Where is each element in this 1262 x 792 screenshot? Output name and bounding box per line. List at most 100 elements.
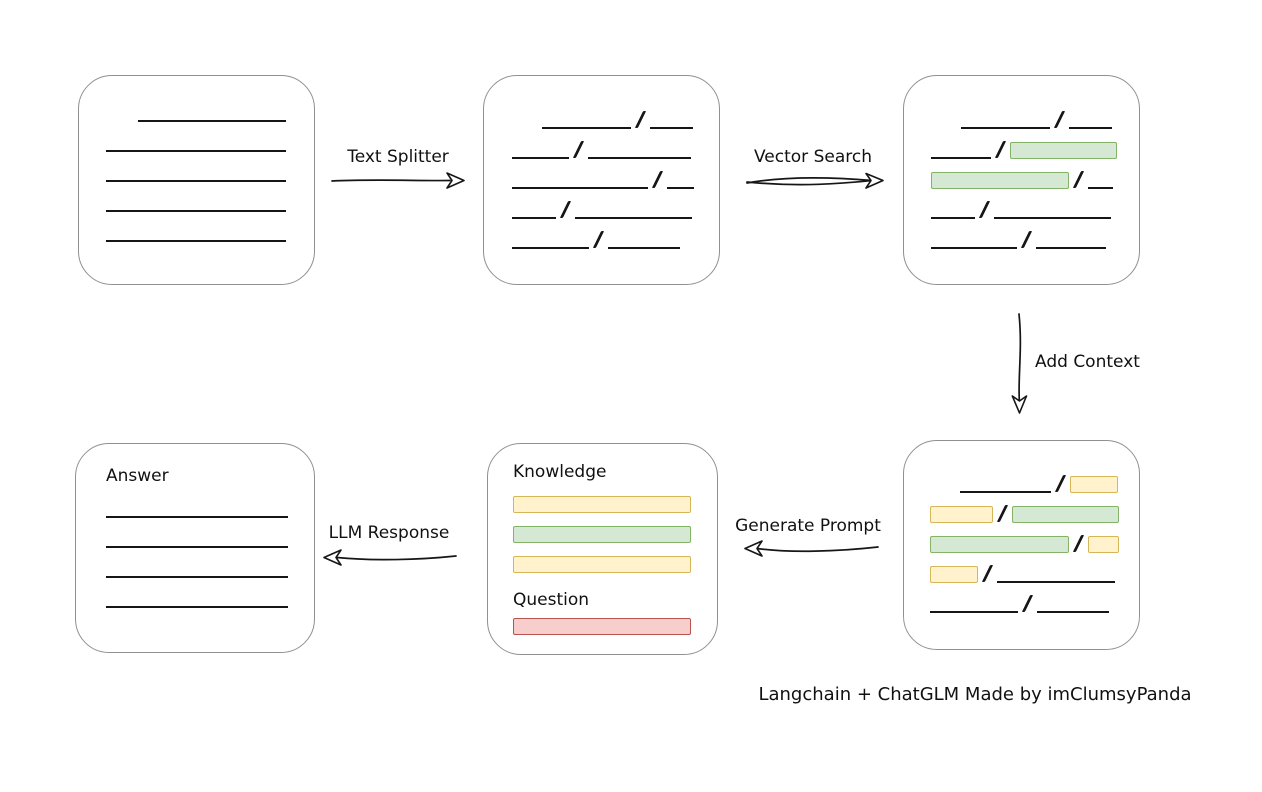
text-splitter-label: Text Splitter (347, 147, 449, 167)
indent-gap (512, 128, 542, 129)
answer-line (106, 488, 288, 518)
text-line (575, 217, 692, 219)
chunk-row (930, 463, 1139, 493)
text-line (930, 611, 1018, 613)
yellow-chunk-highlight (1070, 476, 1118, 493)
text-line (588, 157, 691, 159)
text-splitter-arrow (331, 172, 465, 189)
context-chunks-box (903, 440, 1140, 650)
text-line (1036, 247, 1106, 249)
text-line (1069, 127, 1112, 129)
answer-line (106, 578, 288, 608)
vector-search-label: Vector Search (754, 147, 872, 167)
text-line (931, 157, 991, 159)
text-line (106, 150, 286, 152)
chunk-row (106, 212, 314, 242)
text-line (931, 247, 1017, 249)
split-chunks-box (483, 75, 720, 285)
slash-separator (1054, 475, 1067, 492)
yellow-bar (513, 496, 691, 513)
prompt-box: Knowledge Question (487, 443, 718, 655)
text-line (961, 127, 1050, 129)
chunk-row (106, 152, 314, 182)
chunk-row (512, 99, 719, 129)
text-line (106, 240, 286, 242)
text-line (960, 491, 1051, 493)
text-line (608, 247, 680, 249)
chunk-row (106, 92, 314, 122)
text-line (650, 127, 693, 129)
text-line (1037, 611, 1109, 613)
answer-line (106, 548, 288, 578)
document-lines (79, 76, 314, 242)
matched-chunk-lines (904, 76, 1139, 249)
add-context-arrow (1011, 313, 1028, 414)
chunk-row (512, 219, 719, 249)
chunk-row (930, 583, 1139, 613)
text-line (667, 187, 694, 189)
chunk-row (930, 523, 1139, 553)
yellow-chunk-highlight (1088, 536, 1119, 553)
slash-separator (996, 505, 1009, 522)
chunk-row (512, 129, 719, 159)
answer-lines (106, 488, 314, 608)
chunk-row (931, 219, 1139, 249)
chunk-row (931, 189, 1139, 219)
text-line (512, 217, 556, 219)
llm-response-label: LLM Response (328, 523, 450, 543)
yellow-bar (513, 556, 691, 573)
green-chunk-highlight (931, 172, 1069, 189)
chunk-row (930, 493, 1139, 523)
text-line (512, 187, 648, 189)
slash-separator (978, 201, 991, 218)
answer-line (106, 518, 288, 548)
green-chunk-highlight (1010, 142, 1117, 159)
knowledge-heading: Knowledge (513, 462, 607, 482)
indent-gap (106, 121, 138, 122)
slash-separator (994, 141, 1007, 158)
answer-heading: Answer (106, 466, 169, 486)
generate-prompt-arrow (744, 540, 879, 557)
chunk-row (930, 553, 1139, 583)
knowledge-bars (513, 496, 717, 573)
split-chunk-lines (484, 76, 719, 249)
matched-chunks-box (903, 75, 1140, 285)
question-bars (513, 618, 717, 635)
slash-separator (592, 231, 605, 248)
context-chunk-lines (904, 441, 1139, 613)
text-line (542, 127, 631, 129)
slash-separator (572, 141, 585, 158)
text-line (512, 247, 589, 249)
green-chunk-highlight (1012, 506, 1119, 523)
text-line (512, 157, 569, 159)
indent-gap (931, 128, 961, 129)
text-line (931, 217, 975, 219)
yellow-chunk-highlight (930, 506, 993, 523)
text-line (1088, 187, 1113, 189)
question-heading: Question (513, 590, 590, 610)
document-box (78, 75, 315, 285)
slash-separator (651, 171, 664, 188)
red-bar (513, 618, 691, 635)
indent-gap (930, 492, 960, 493)
answer-box: Answer (75, 443, 315, 653)
add-context-label: Add Context (1035, 352, 1140, 372)
chunk-row (106, 182, 314, 212)
chunk-row (512, 189, 719, 219)
slash-separator (634, 111, 647, 128)
slash-separator (1072, 535, 1085, 552)
slash-separator (1020, 231, 1033, 248)
text-line (994, 217, 1111, 219)
green-chunk-highlight (930, 536, 1069, 553)
caption: Langchain + ChatGLM Made by imClumsyPand… (758, 684, 1192, 705)
llm-response-arrow (323, 549, 457, 566)
chunk-row (106, 122, 314, 152)
green-bar (513, 526, 691, 543)
yellow-chunk-highlight (930, 566, 978, 583)
generate-prompt-label: Generate Prompt (735, 516, 881, 536)
slash-separator (1021, 595, 1034, 612)
text-line (106, 180, 286, 182)
slash-separator (559, 201, 572, 218)
slash-separator (1053, 111, 1066, 128)
